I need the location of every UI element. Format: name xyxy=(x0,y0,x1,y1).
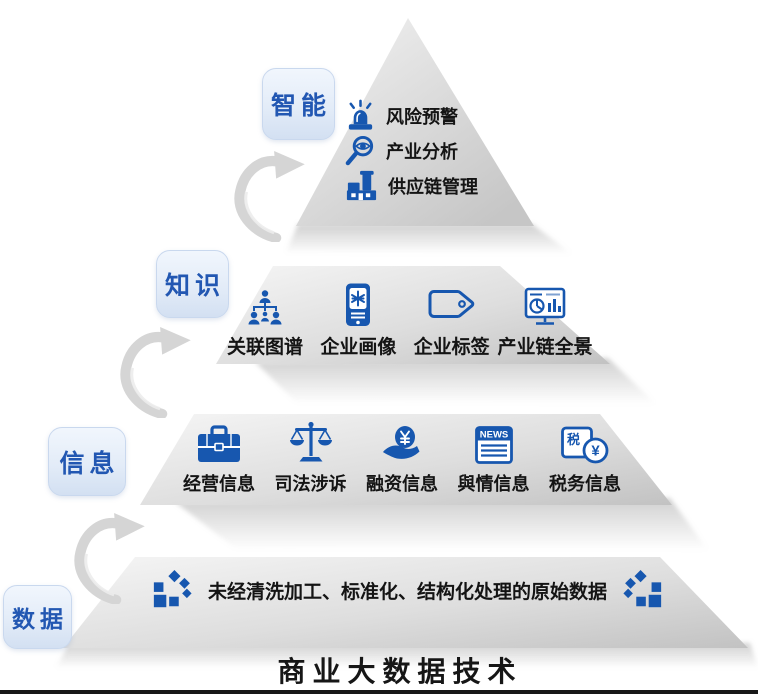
bottom-divider xyxy=(0,690,758,694)
list-item: 企业标签 xyxy=(407,280,497,359)
curved-arrow-icon xyxy=(120,327,191,418)
item-label: 與情信息 xyxy=(457,474,530,494)
list-item: 风险预警 xyxy=(344,99,478,132)
knowledge-items: 关联图谱 企业画像 企业标签 xyxy=(220,280,593,359)
list-item: 产业分析 xyxy=(344,134,478,167)
briefcase-icon xyxy=(198,425,240,462)
level-tag-information: 信息 xyxy=(48,427,126,496)
item-label: 融资信息 xyxy=(366,474,438,494)
raw-data-row: 未经清洗加工、标准化、结构化处理的原始数据 xyxy=(140,568,675,612)
curved-arrow-icon xyxy=(234,151,305,242)
intelligence-items: 风险预警 产业分析 供应链管理 xyxy=(344,99,478,202)
information-items: 经营信息 司法涉诉 融资信息 xyxy=(176,418,628,496)
data-blocks-icon xyxy=(623,570,662,608)
list-item: 产业链全景 xyxy=(497,280,593,359)
factory-icon xyxy=(346,170,377,201)
hand-coin-icon xyxy=(383,426,420,459)
raw-data-text: 未经清洗加工、标准化、结构化处理的原始数据 xyxy=(207,581,607,603)
shadow-under-top xyxy=(286,224,572,254)
item-label: 司法涉诉 xyxy=(274,474,347,494)
shadow-under-info xyxy=(175,498,708,550)
item-label: 供应链管理 xyxy=(388,176,478,197)
level-tag-data: 数据 xyxy=(3,585,72,649)
item-label: 风险预警 xyxy=(386,106,458,127)
relation-graph-icon xyxy=(248,290,282,325)
scales-icon xyxy=(289,421,332,462)
list-item: 融资信息 xyxy=(359,418,445,496)
page-title: 商业大数据技术 xyxy=(277,657,523,688)
list-item: 司法涉诉 xyxy=(268,418,354,496)
item-label: 产业链全景 xyxy=(497,337,593,358)
shadow-under-data xyxy=(56,643,758,668)
curved-arrow-icon xyxy=(74,513,145,604)
list-item: 经营信息 xyxy=(176,418,262,496)
shadow-under-knowledge xyxy=(255,358,656,404)
data-blocks-icon xyxy=(153,570,192,608)
phone-profile-icon xyxy=(346,283,371,326)
industry-monitor-icon xyxy=(524,287,566,325)
list-item: 企业画像 xyxy=(313,280,403,359)
item-label: 经营信息 xyxy=(183,474,255,494)
list-item: 供应链管理 xyxy=(344,169,478,202)
magnifier-eye-icon xyxy=(345,135,374,166)
pyramid-layer-knowledge xyxy=(216,266,610,364)
level-tag-intelligence: 智能 xyxy=(262,68,335,140)
item-label: 企业画像 xyxy=(320,337,397,358)
tag-icon xyxy=(428,290,474,318)
list-item: NEWS 與情信息 xyxy=(451,418,537,496)
list-item: 税 ¥ 税务信息 xyxy=(542,418,628,496)
list-item: 关联图谱 xyxy=(220,280,310,359)
pyramid-layer-info xyxy=(140,414,672,505)
item-label: 关联图谱 xyxy=(226,337,303,358)
svg-text:税: 税 xyxy=(567,432,580,447)
news-icon: NEWS xyxy=(474,426,513,464)
siren-icon xyxy=(348,99,373,130)
pyramid-top-triangle xyxy=(296,18,534,226)
item-label: 产业分析 xyxy=(386,141,458,162)
item-label: 税务信息 xyxy=(549,474,621,494)
svg-text:¥: ¥ xyxy=(591,443,600,460)
svg-text:NEWS: NEWS xyxy=(479,430,508,441)
level-tag-knowledge: 知识 xyxy=(156,250,229,318)
item-label: 企业标签 xyxy=(413,337,490,358)
pyramid-layer-data xyxy=(63,557,748,648)
tax-icon: 税 ¥ xyxy=(561,426,609,464)
